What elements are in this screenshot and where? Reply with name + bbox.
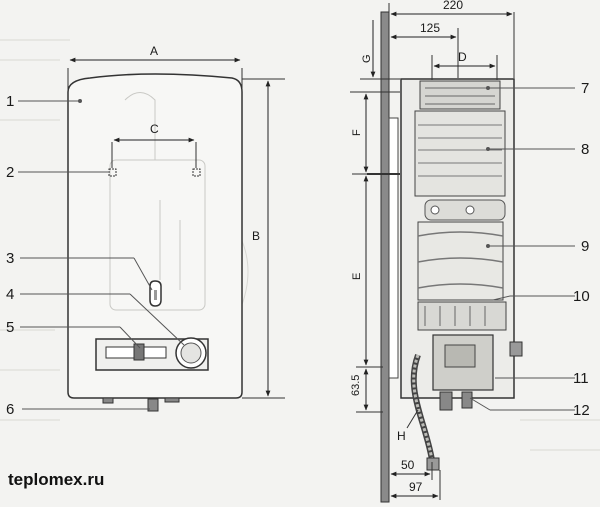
watermark-text: teplomex.ru (8, 470, 104, 489)
callout-6: 6 (6, 401, 14, 418)
dim-g-label: G (361, 54, 373, 63)
callout-12: 12 (573, 402, 590, 419)
heat-exchanger (414, 110, 506, 197)
dim-c-label: C (150, 122, 159, 136)
callout-9: 9 (581, 238, 589, 255)
combustion-chamber (417, 221, 504, 301)
dim-97-label: 97 (409, 480, 423, 494)
connection-marker-left (108, 168, 117, 177)
callout-4: 4 (6, 286, 14, 303)
callout-5: 5 (6, 319, 14, 336)
callout-11: 11 (573, 370, 589, 387)
dim-63-5-label: 63.5 (350, 375, 362, 396)
dim-b-label: B (252, 229, 260, 243)
side-view: 220 125 D G F E 63.5 H 50 (350, 0, 590, 503)
dim-220-label: 220 (443, 0, 463, 12)
dim-f-label: F (351, 129, 363, 136)
front-view: A B C 1 2 3 4 5 6 (6, 44, 285, 418)
callout-8: 8 (581, 141, 589, 158)
connection-marker-right (192, 168, 201, 177)
dim-d-label: D (458, 50, 467, 64)
flue-hood (419, 80, 501, 110)
callout-2: 2 (6, 164, 14, 181)
callout-3: 3 (6, 250, 14, 267)
callout-7: 7 (581, 80, 589, 97)
slider-knob (133, 343, 145, 361)
callout-1: 1 (6, 93, 14, 110)
dim-e-label: E (351, 273, 363, 280)
dim-125-label: 125 (420, 21, 440, 35)
bottom-connector (147, 398, 159, 412)
wall (380, 11, 390, 503)
callout-10: 10 (573, 288, 590, 305)
dim-a-label: A (150, 44, 158, 58)
dim-h-label: H (397, 429, 406, 443)
dim-50-label: 50 (401, 458, 415, 472)
burner (417, 301, 507, 331)
